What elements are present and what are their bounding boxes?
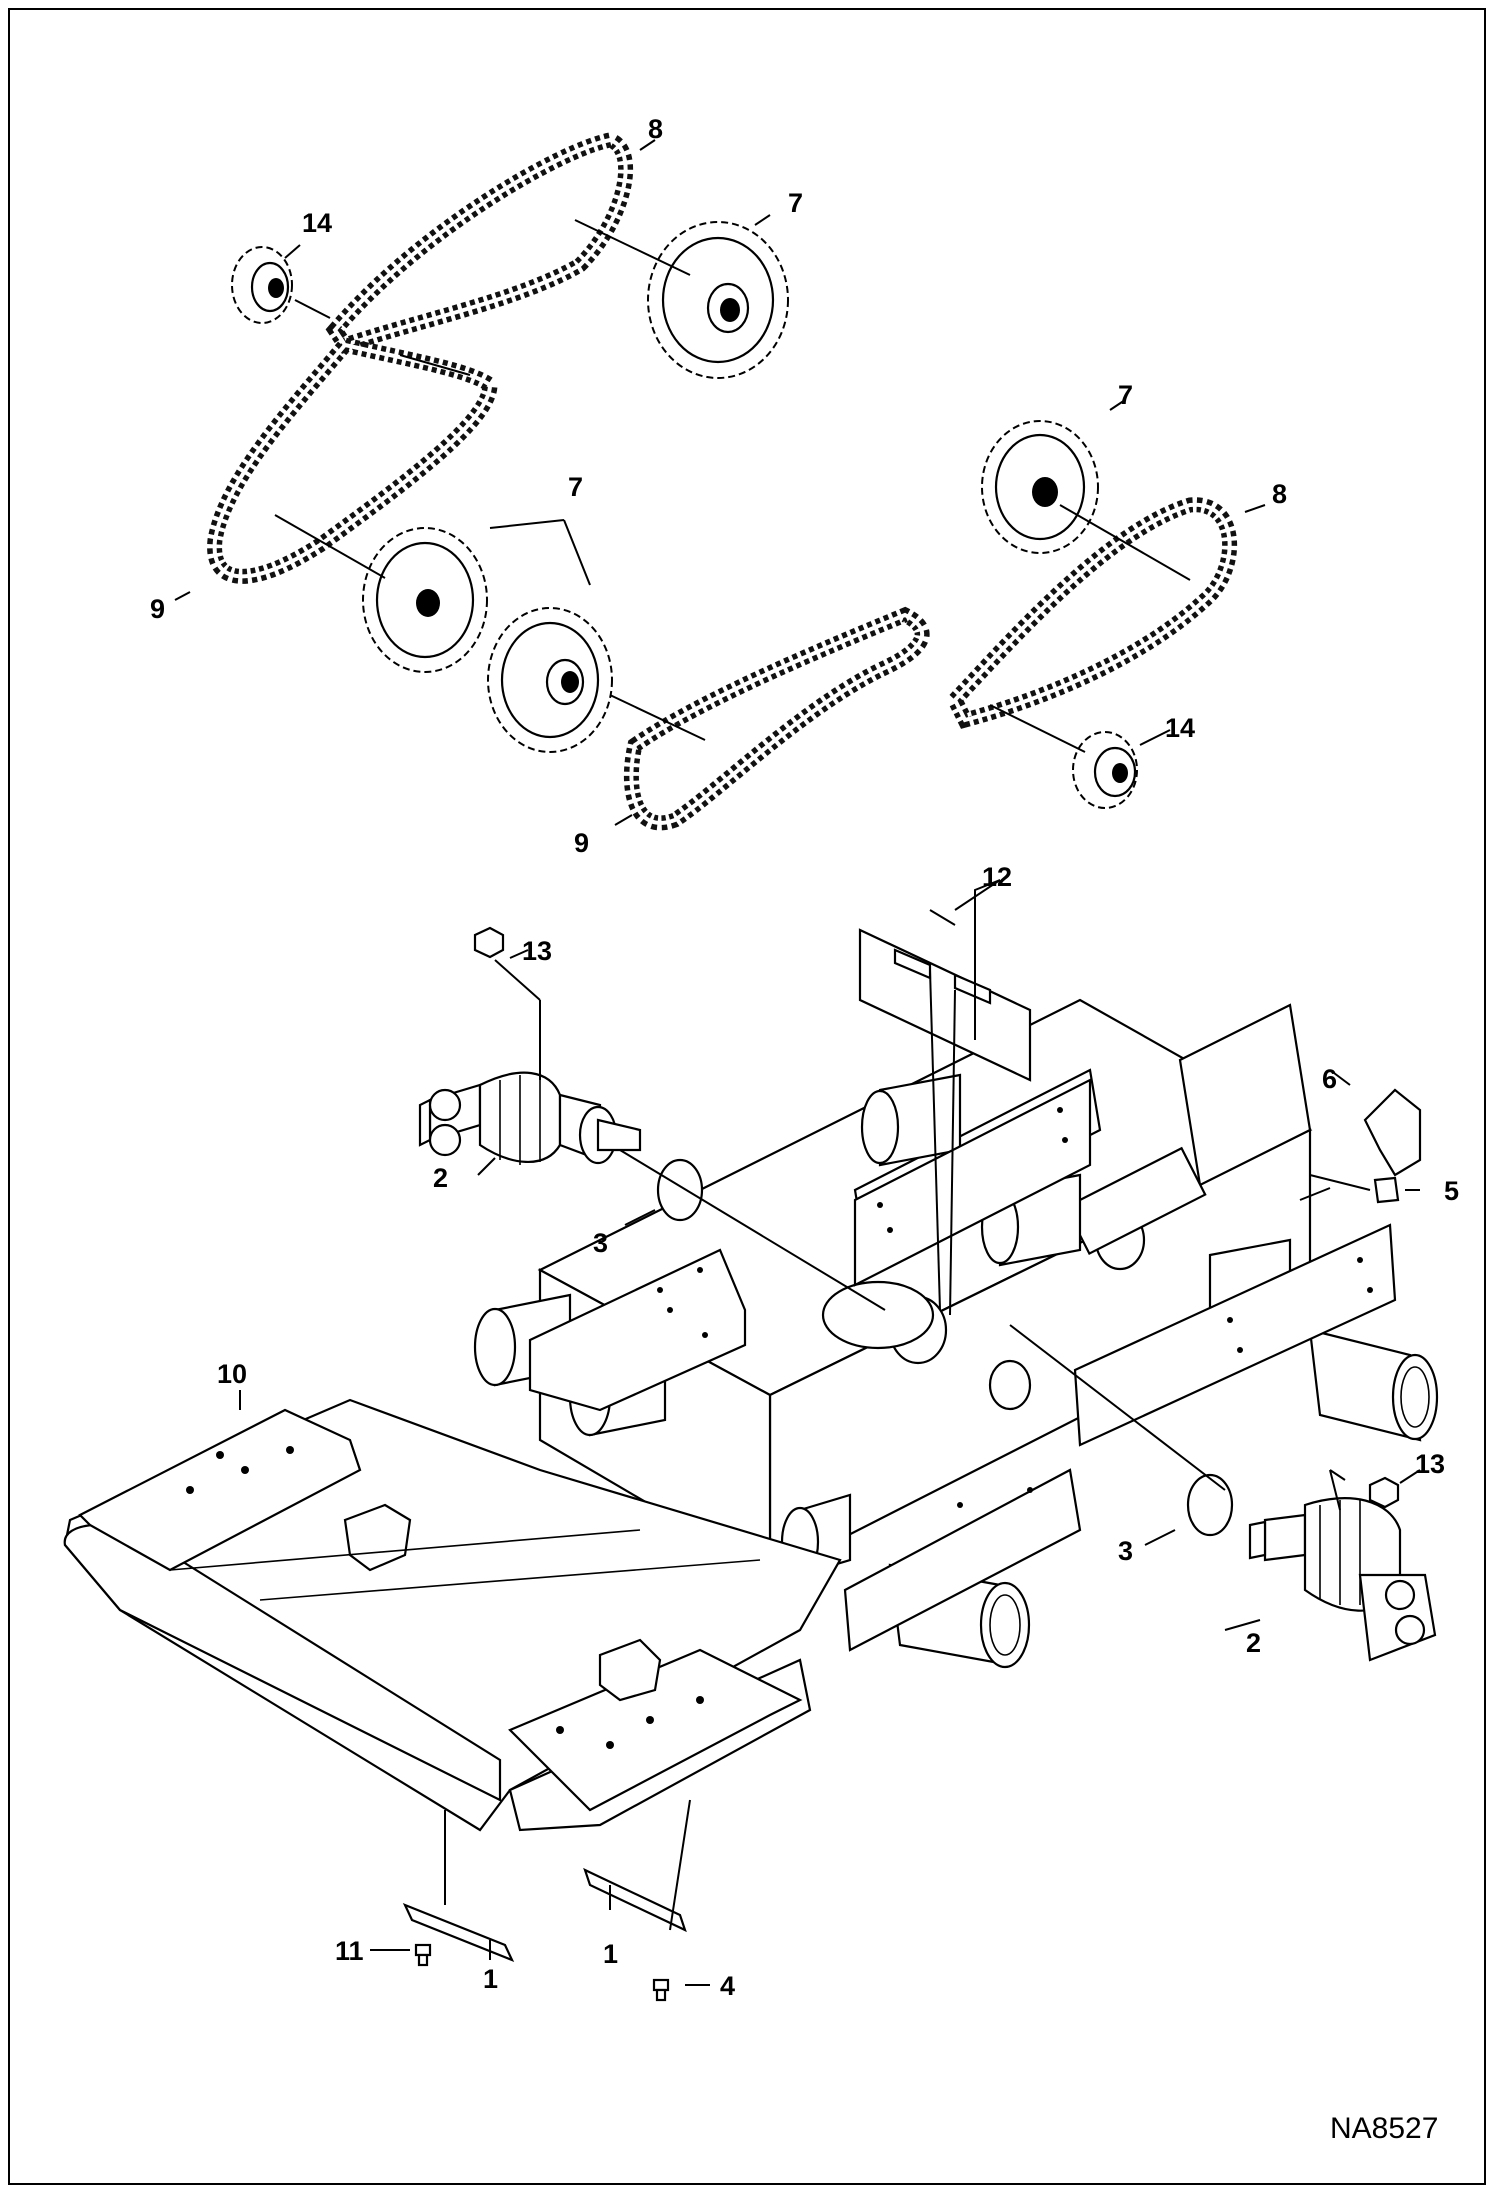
- callout-12: 12: [982, 862, 1012, 892]
- callout-1-right: 1: [603, 1939, 618, 1969]
- callout-2-upper: 2: [433, 1163, 448, 1193]
- plug: [1373, 1176, 1400, 1204]
- callout-labels: 8 7 14 7 8 9 7 9 14 12 13 6 5 2 3 10 13 …: [150, 114, 1459, 2001]
- bolt-left: [414, 1943, 432, 1967]
- cover-plate-right: [583, 1867, 687, 1933]
- callout-14-right: 14: [1165, 713, 1195, 743]
- drawing-frame: [8, 8, 1486, 2185]
- callout-7-right: 7: [1118, 380, 1133, 410]
- drive-chain-lower-left: [207, 336, 498, 584]
- sprocket-center: [487, 607, 613, 753]
- frame-bolt-holes: [186, 1107, 1373, 1749]
- cover-plate-left: [402, 1902, 515, 1963]
- hydraulic-motor-upper: [418, 1071, 642, 1165]
- callout-4: 4: [720, 1971, 735, 2001]
- nut-lower: [1368, 1476, 1400, 1509]
- idler-sprocket-right: [1072, 731, 1138, 809]
- drive-chain-upper-left: [325, 132, 633, 354]
- sprocket-right-top: [981, 420, 1099, 554]
- callout-9-center: 9: [574, 828, 589, 858]
- main-frame: [63, 998, 1439, 1832]
- callout-13-upper: 13: [522, 936, 552, 966]
- o-ring-lower: [1186, 1473, 1234, 1537]
- callout-8-top: 8: [648, 114, 663, 144]
- o-ring-upper: [656, 1158, 704, 1222]
- drawing-reference-number: NA8527: [1330, 2112, 1438, 2145]
- callout-3-upper: 3: [593, 1228, 608, 1258]
- nut-upper: [473, 926, 505, 959]
- callout-2-lower: 2: [1246, 1628, 1261, 1658]
- callout-10: 10: [217, 1359, 247, 1389]
- callout-13-lower: 13: [1415, 1449, 1445, 1479]
- bolt-right: [652, 1978, 670, 2002]
- drive-chain-upper-right: [945, 497, 1238, 729]
- callout-8-right: 8: [1272, 479, 1287, 509]
- callout-3-lower: 3: [1118, 1536, 1133, 1566]
- bracket: [1363, 1088, 1422, 1177]
- callout-14-left: 14: [302, 208, 332, 238]
- idler-sprocket-left: [231, 246, 293, 324]
- callout-6: 6: [1322, 1064, 1337, 1094]
- callout-1-left: 1: [483, 1964, 498, 1994]
- sprocket-left-middle: [362, 527, 488, 673]
- top-leader-lines: [174, 139, 1266, 826]
- drive-chain-lower-right: [623, 606, 930, 831]
- callout-7-middle: 7: [568, 472, 583, 502]
- callout-11: 11: [335, 1936, 364, 1966]
- callout-9-left: 9: [150, 594, 165, 624]
- hydraulic-motor-lower: [1248, 1497, 1437, 1662]
- callout-5: 5: [1444, 1176, 1459, 1206]
- callout-7-top: 7: [788, 188, 803, 218]
- bottom-leader-lines: [239, 879, 1421, 1986]
- sprocket-upper: [647, 221, 789, 379]
- pin-assembly: [858, 928, 1032, 1316]
